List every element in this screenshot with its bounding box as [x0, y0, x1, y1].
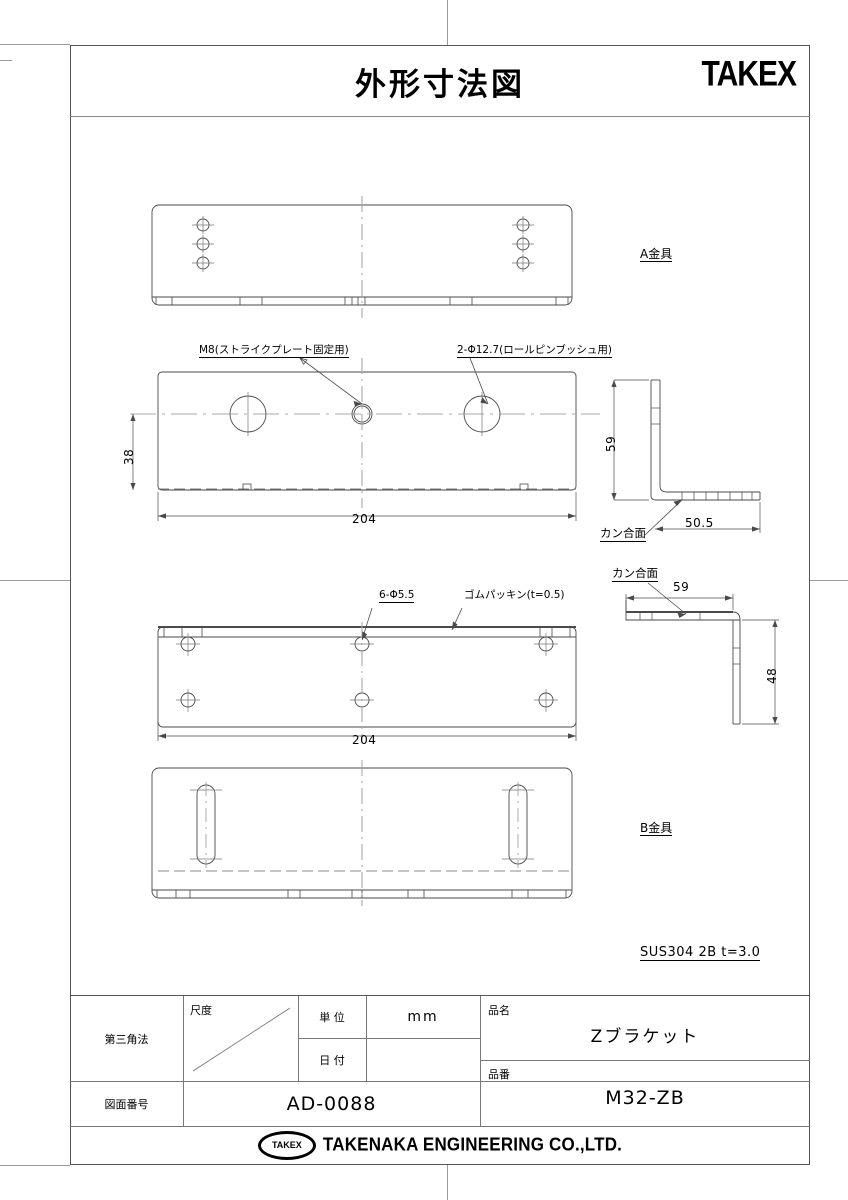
product-name-label: 品名 — [488, 1004, 510, 1017]
dim-b-front-width: 204 — [352, 733, 377, 747]
tb-vline-2 — [298, 996, 299, 1081]
drawing-no-label: 図面番号 — [104, 1097, 149, 1111]
tb-hline-mid-unit — [298, 1038, 480, 1039]
reg-tick-top — [447, 0, 448, 45]
reg-tick-bottom-left — [0, 1165, 70, 1166]
reg-tick-left-mid — [0, 580, 70, 581]
dim-b-side-height: 48 — [765, 667, 779, 684]
label-mating-face-a: カン合面 — [600, 526, 646, 542]
scale-diagonal — [192, 1007, 291, 1072]
label-b-part: B金具 — [640, 821, 673, 836]
label-a-part: A金具 — [640, 247, 673, 262]
product-name-value: Zブラケット — [590, 1026, 700, 1047]
unit-label: 単 位 — [319, 1011, 345, 1024]
dim-a-side-height: 59 — [604, 435, 618, 452]
callout-6-holes: 6-Φ5.5 — [379, 589, 415, 603]
callout-rubber-gasket: ゴムパッキン(t=0.5) — [464, 589, 565, 601]
tb-hline-prod — [480, 1060, 810, 1061]
dim-b-side-width: 59 — [673, 580, 690, 594]
tb-hline-1 — [70, 1081, 810, 1082]
drawing-no-value: AD-0088 — [286, 1092, 377, 1115]
tb-vline-4 — [480, 996, 481, 1126]
date-label: 日 付 — [319, 1053, 345, 1067]
drawing-header: 外形寸法図 TAKEX — [70, 45, 810, 117]
tb-vline-1 — [183, 996, 184, 1126]
dim-a-side-depth: 50.5 — [685, 516, 714, 530]
tb-vline-3 — [366, 996, 367, 1081]
part-no-label: 品番 — [488, 1068, 510, 1081]
company-footer: TAKEX TAKENAKA ENGINEERING CO.,LTD. — [70, 1125, 810, 1165]
page-title: 外形寸法図 — [355, 66, 525, 103]
label-material: SUS304 2B t=3.0 — [640, 945, 761, 961]
takex-oval-logo: TAKEX — [257, 1130, 316, 1160]
title-block: 第三角法 尺度 単 位 mm 日 付 図面番号 AD-0088 品名 Zブラケッ… — [70, 995, 810, 1165]
unit-value: mm — [407, 1009, 439, 1025]
reg-tick-bottom-center — [447, 1165, 448, 1200]
part-no-value: M32-ZB — [605, 1087, 685, 1109]
company-name: TAKENAKA ENGINEERING CO.,LTD. — [322, 1134, 623, 1155]
tb-hline-2 — [70, 1126, 810, 1127]
reg-tick-left — [0, 60, 12, 61]
callout-roll-pin: 2-Φ12.7(ロールピンブッシュ用) — [457, 344, 612, 358]
label-mating-face-b: カン合面 — [612, 566, 658, 582]
projection-label: 第三角法 — [104, 1032, 149, 1046]
reg-tick-top-line — [0, 44, 70, 45]
callout-m8: M8(ストライクプレート固定用) — [199, 344, 349, 358]
scale-label: 尺度 — [190, 1004, 212, 1017]
date-value — [366, 1038, 480, 1081]
takex-logo: TAKEX — [701, 55, 797, 94]
reg-tick-right-mid — [810, 580, 848, 581]
dim-a-front-width: 204 — [352, 512, 377, 526]
drawing-frame — [70, 45, 810, 1165]
dim-a-front-height: 38 — [122, 448, 136, 465]
